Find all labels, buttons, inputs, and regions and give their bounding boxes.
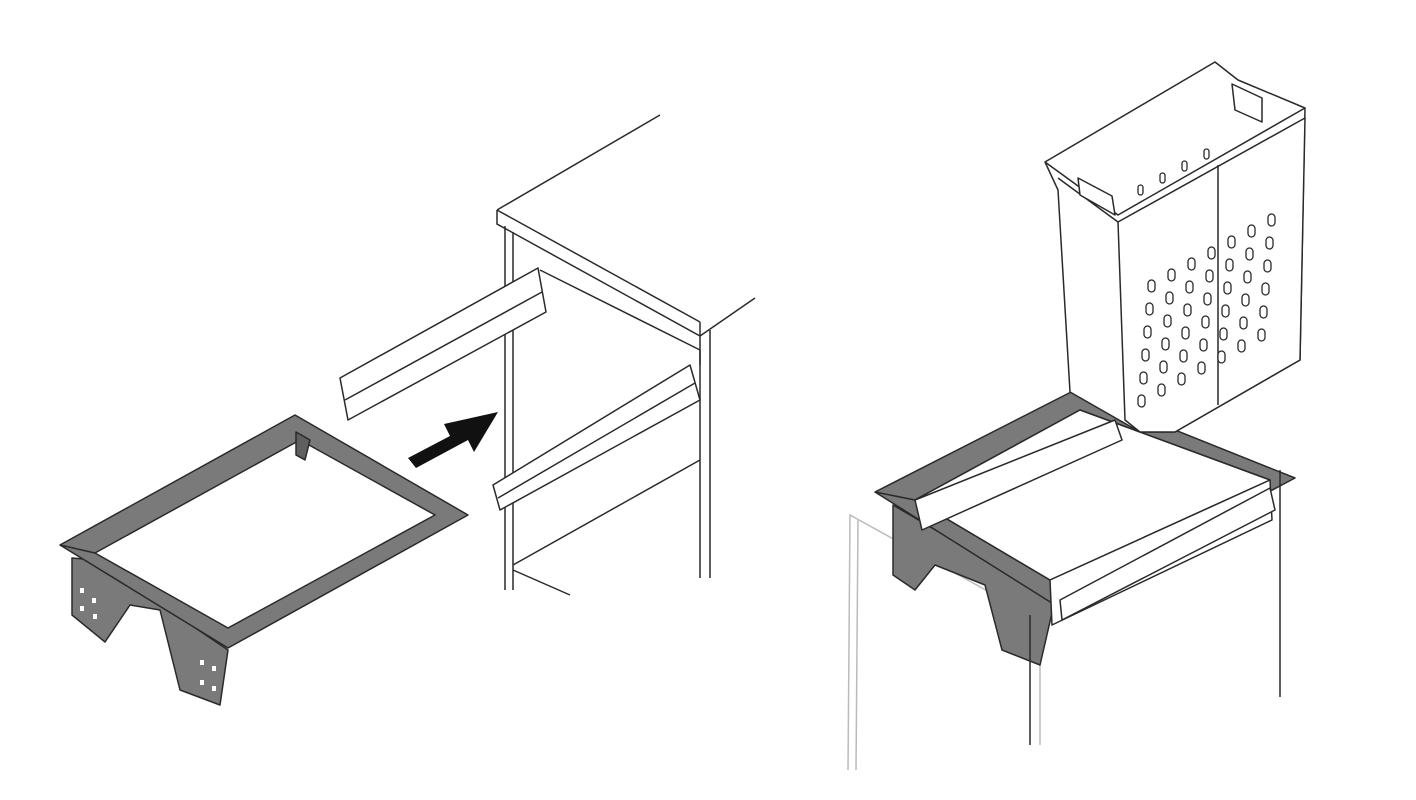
rail-back <box>339 267 547 421</box>
basket-hole <box>1223 281 1232 295</box>
basket-hole <box>1139 371 1148 385</box>
basket-hole <box>1145 302 1154 316</box>
basket-hole <box>1243 270 1252 284</box>
basket-hole <box>1237 339 1246 353</box>
basket-hole <box>1165 291 1174 305</box>
frame-inner-lip <box>295 431 311 461</box>
basket-hole <box>1197 361 1206 375</box>
basket-handle-right <box>1231 83 1263 123</box>
basket-hole <box>1207 246 1216 260</box>
basket-hole <box>1261 282 1270 296</box>
basket-hole <box>1185 280 1194 294</box>
frame-holes <box>80 588 216 691</box>
basket-hole <box>1201 315 1210 329</box>
basket-hole <box>1167 268 1176 282</box>
basket-hole <box>1163 314 1172 328</box>
basket-hole <box>1181 326 1190 340</box>
basket-hole <box>1161 337 1170 351</box>
step-1-cabinet <box>496 114 756 596</box>
basket-hole <box>1247 224 1256 238</box>
basket-hole <box>1257 328 1266 342</box>
basket-hole <box>1263 259 1272 273</box>
drawer-rails <box>339 267 701 511</box>
insert-arrow-icon <box>408 412 498 468</box>
installed-rail-back <box>914 419 1123 531</box>
basket-hole <box>1159 360 1168 374</box>
rail-front <box>492 364 701 511</box>
basket-hole <box>1221 304 1230 318</box>
step-2-assembly <box>874 389 1296 745</box>
basket-hole <box>1219 327 1228 341</box>
basket-hole <box>1183 303 1192 317</box>
basket-holes <box>1137 148 1276 408</box>
basket-hole <box>1267 213 1276 227</box>
installed-frame-leg <box>892 504 1056 666</box>
basket-hole <box>1205 269 1214 283</box>
basket-hole <box>1141 348 1150 362</box>
installed-rail-front <box>1059 487 1276 621</box>
basket-hole <box>1177 372 1186 386</box>
basket-hole <box>1217 350 1226 364</box>
basket-hole <box>1203 292 1212 306</box>
basket-hole <box>1181 160 1188 172</box>
basket-hole <box>1241 293 1250 307</box>
basket-hole <box>1137 394 1146 408</box>
basket-hole <box>1265 236 1274 250</box>
basket-hole <box>1203 148 1210 160</box>
basket-hole <box>1227 235 1236 249</box>
basket-hole <box>1245 247 1254 261</box>
basket-hole <box>1187 257 1196 271</box>
basket-hole <box>1259 305 1268 319</box>
step-1-frame <box>59 414 469 706</box>
basket-hole <box>1199 338 1208 352</box>
basket-hole <box>1179 349 1188 363</box>
basket-hole <box>1159 172 1166 184</box>
frame-top <box>59 414 469 649</box>
basket-hole <box>1137 184 1144 196</box>
basket-hole <box>1143 325 1152 339</box>
basket-handle-left <box>1077 177 1116 216</box>
basket-hole <box>1157 383 1166 397</box>
basket-hole <box>1239 316 1248 330</box>
basket-hole <box>1147 279 1156 293</box>
basket-hole <box>1225 258 1234 272</box>
